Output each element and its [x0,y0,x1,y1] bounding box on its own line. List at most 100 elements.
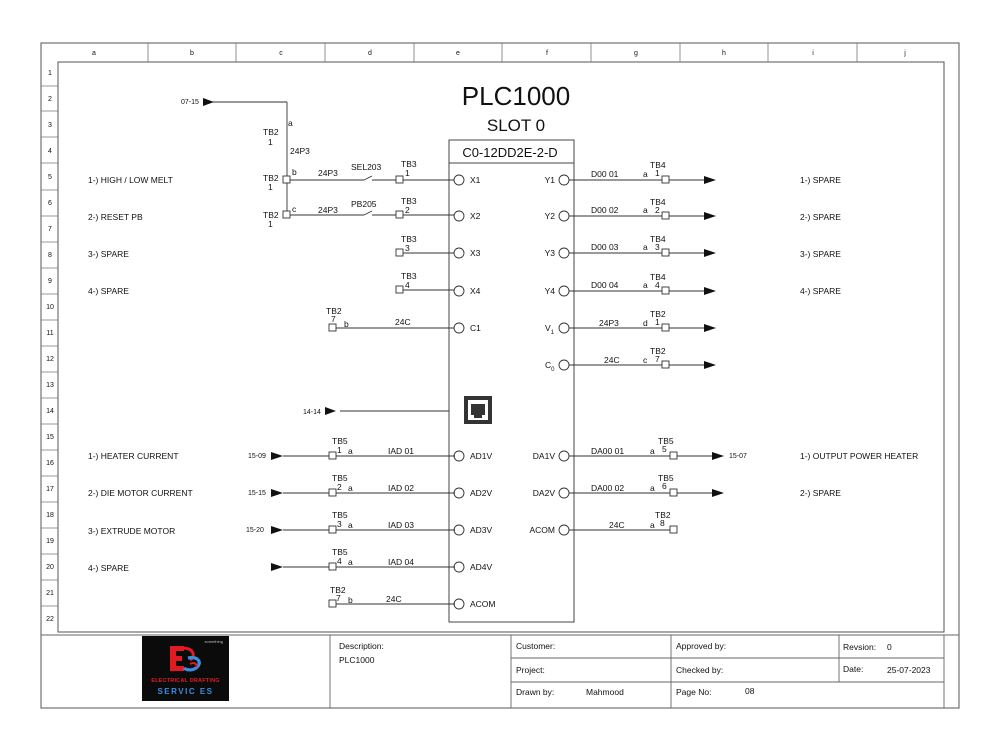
row-label: 7 [48,226,52,233]
tb4-number: 2 [655,205,660,215]
tb2-number: 1 [268,219,273,229]
tb5-label: TB5 [332,473,348,483]
wire-iad04: IAD 04 [388,557,414,567]
terminal-a: a [348,483,353,493]
switch-sel203: SEL203 [351,162,382,172]
output-da2v: DA2V [533,488,556,498]
row-label: 13 [46,382,54,389]
description-value: PLC1000 [339,655,375,665]
tb3-label: TB3 [401,159,417,169]
tb4-number: 3 [655,242,660,252]
module-part-number: C0-12DD2E-2-D [462,145,557,160]
tb5-label: TB5 [332,436,348,446]
output-y2: Y2 [545,211,556,221]
row-label: 8 [48,252,52,259]
tb4-label: TB4 [650,197,666,207]
tb2-label: TB2 [326,306,342,316]
tb3-number: 1 [405,168,410,178]
desc-spare: 4-) SPARE [88,563,129,573]
desc-high-low-melt: 1-) HIGH / LOW MELT [88,175,173,185]
wire-d0004: D00 04 [591,280,619,290]
terminal-a: a [650,520,655,530]
output-c0: C0 [545,360,555,373]
row-label: 14 [46,408,54,415]
row-label: 18 [46,512,54,519]
revision-label: Revsion: [843,642,876,652]
ref-14-14: 14-14 [303,409,321,416]
wire-d0003: D00 03 [591,242,619,252]
output-terminals [558,174,570,536]
inner-frame [57,61,945,633]
terminal-blocks-right [661,175,678,534]
ref-15-07: 15-07 [729,453,747,460]
desc-reset-pb: 2-) RESET PB [88,212,143,222]
tb3-label: TB3 [401,234,417,244]
terminal-a: a [643,242,648,252]
terminal-a: a [650,446,655,456]
desc-spare: 3-) SPARE [800,249,841,259]
input-ad1v: AD1V [470,451,493,461]
row-label: 19 [46,538,54,545]
terminal-a: a [348,557,353,567]
tb3-number: 2 [405,205,410,215]
tb2-number: 7 [336,593,341,603]
input-ad4v: AD4V [470,562,493,572]
row-label: 3 [48,122,52,129]
eds-logo-icon [170,646,201,672]
tb3-number: 3 [405,243,410,253]
description-label: Description: [339,641,384,651]
input-x2: X2 [470,211,481,221]
col-label: c [279,50,283,57]
row-label: 10 [46,304,54,311]
tb4-number: 4 [655,280,660,290]
desc-spare: 2-) SPARE [800,488,841,498]
wire-24p3: 24P3 [318,168,338,178]
slot-label: SLOT 0 [487,116,545,135]
desc-spare: 4-) SPARE [88,286,129,296]
col-label: i [812,50,814,57]
input-ad2v: AD2V [470,488,493,498]
row-label: 17 [46,486,54,493]
button-pb205: PB205 [351,199,377,209]
logo-line-1: ELECTRICAL DRAFTING [151,678,220,684]
tb2-label: TB2 [330,585,346,595]
desc-spare: 1-) SPARE [800,175,841,185]
terminal-a: a [650,483,655,493]
tb5-number: 4 [337,556,342,566]
tb2-label: TB2 [263,210,279,220]
output-v1: V1 [545,323,555,336]
col-label: j [903,50,906,57]
tb2-label: TB2 [655,510,671,520]
title-block-grid [41,634,959,708]
desc-heater-current: 1-) HEATER CURRENT [88,451,179,461]
ref-15-15: 15-15 [248,490,266,497]
row-label: 11 [46,330,53,337]
wire-d0001: D00 01 [591,169,619,179]
tb5-number: 2 [337,482,342,492]
terminal-blocks-analog [328,451,337,608]
col-label: e [456,50,460,57]
revision-value: 0 [887,642,892,652]
output-arrows [704,176,724,497]
output-y4: Y4 [545,286,556,296]
col-label: h [722,50,726,57]
col-label: a [92,50,96,57]
tb2-label: TB2 [263,127,279,137]
tb2-label: TB2 [263,173,279,183]
input-arrows [271,452,283,571]
wire-24p3: 24P3 [599,318,619,328]
terminal-b: b [348,595,353,605]
terminal-c: c [292,204,297,214]
tb2-number: 1 [268,137,273,147]
input-acom: ACOM [470,599,496,609]
output-da1v: DA1V [533,451,556,461]
tb2-number: 7 [655,354,660,364]
ref-15-09: 15-09 [248,453,266,460]
tb3-label: TB3 [401,271,417,281]
row-label: 9 [48,278,52,285]
tb5-number: 3 [337,519,342,529]
desc-output-power-heater: 1-) OUTPUT POWER HEATER [800,451,918,461]
terminal-d: d [643,318,648,328]
row-label: 22 [46,616,54,623]
ethernet-port-icon [464,396,492,424]
